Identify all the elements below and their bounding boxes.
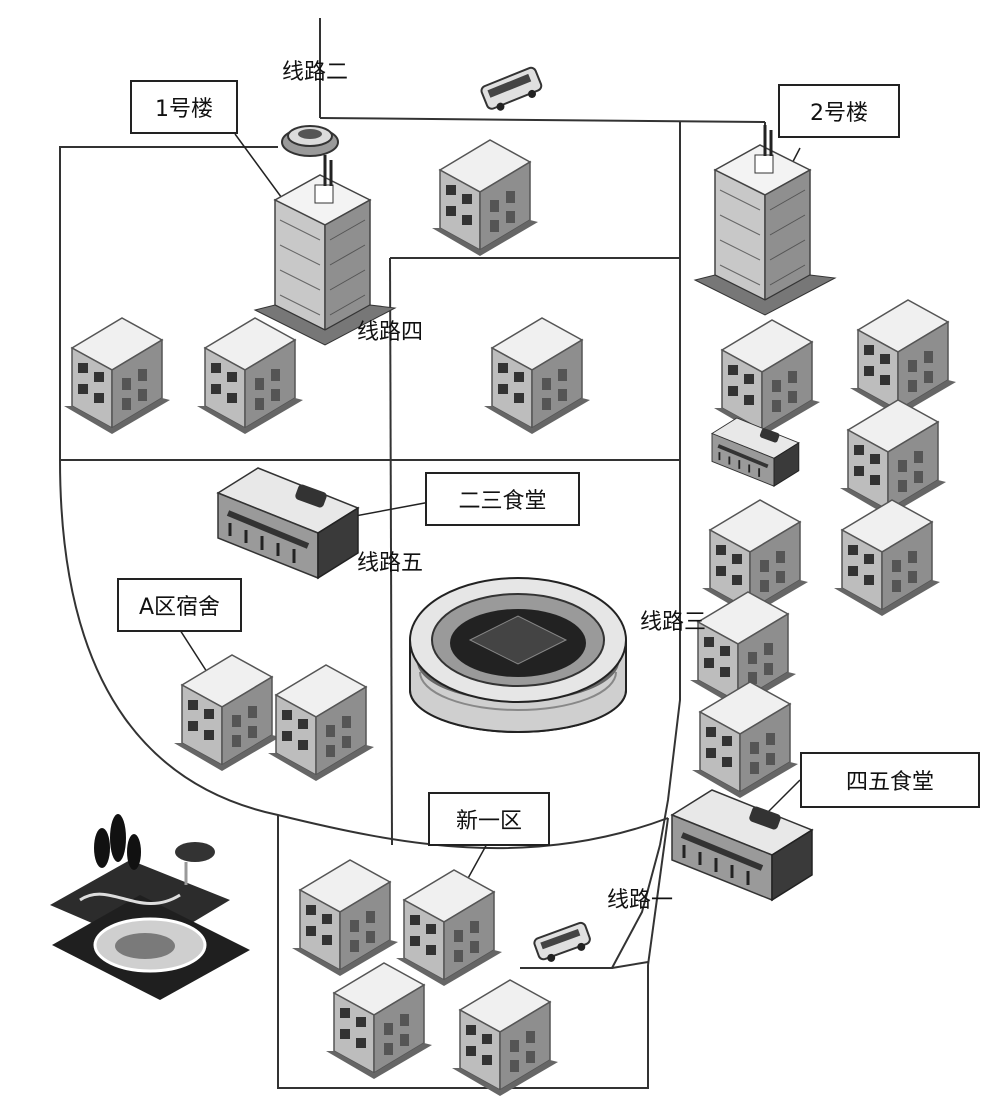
route-label-5: 线路五 — [357, 551, 424, 576]
park-icon — [50, 814, 250, 1000]
road-segment — [659, 258, 681, 846]
apartment-icon — [839, 399, 947, 517]
apartment-icon — [833, 499, 941, 617]
road-segment — [611, 961, 649, 969]
apartment-icon — [395, 869, 503, 987]
route-label-2: 线路二 — [282, 60, 349, 85]
label-building-1: 1号楼 — [130, 80, 238, 134]
apartment-icon — [196, 317, 304, 435]
shop-icon — [710, 416, 801, 489]
stadium-icon — [409, 577, 627, 733]
route-label-1: 线路一 — [607, 888, 674, 913]
label-dorm-a: A区宿舍 — [117, 578, 242, 632]
label-building-2: 2号楼 — [778, 84, 900, 138]
apartment-icon — [173, 654, 281, 772]
road-segment — [389, 257, 393, 846]
route-label-4: 线路四 — [357, 320, 424, 345]
apartment-icon — [291, 859, 399, 977]
apartment-icon — [849, 299, 957, 417]
road-segment — [59, 146, 278, 460]
bus-icon — [480, 66, 543, 111]
label-canteen-45: 四五食堂 — [800, 752, 980, 808]
road-segment — [59, 459, 669, 850]
fountain-icon — [281, 125, 339, 157]
label-canteen-23: 二三食堂 — [425, 472, 580, 526]
label-new-zone-1: 新一区 — [428, 792, 550, 846]
apartment-icon — [325, 962, 433, 1080]
canteen-building-icon — [672, 790, 812, 900]
road-segment — [520, 844, 661, 969]
bus-icon — [533, 921, 591, 962]
apartment-icon — [63, 317, 171, 435]
route-label-3: 线路三 — [640, 610, 707, 635]
road-segment — [647, 817, 669, 966]
road-segment — [277, 815, 649, 1089]
road-network — [59, 18, 766, 1089]
apartment-icon — [451, 979, 559, 1097]
apartment-icon — [483, 317, 591, 435]
apartment-icon — [691, 681, 799, 799]
canteen-building-icon — [218, 468, 358, 578]
apartment-icon — [267, 664, 375, 782]
apartment-icon — [431, 139, 539, 257]
apartment-icon — [713, 319, 821, 437]
road-segment — [319, 117, 766, 123]
tower-building-icon — [693, 123, 837, 317]
